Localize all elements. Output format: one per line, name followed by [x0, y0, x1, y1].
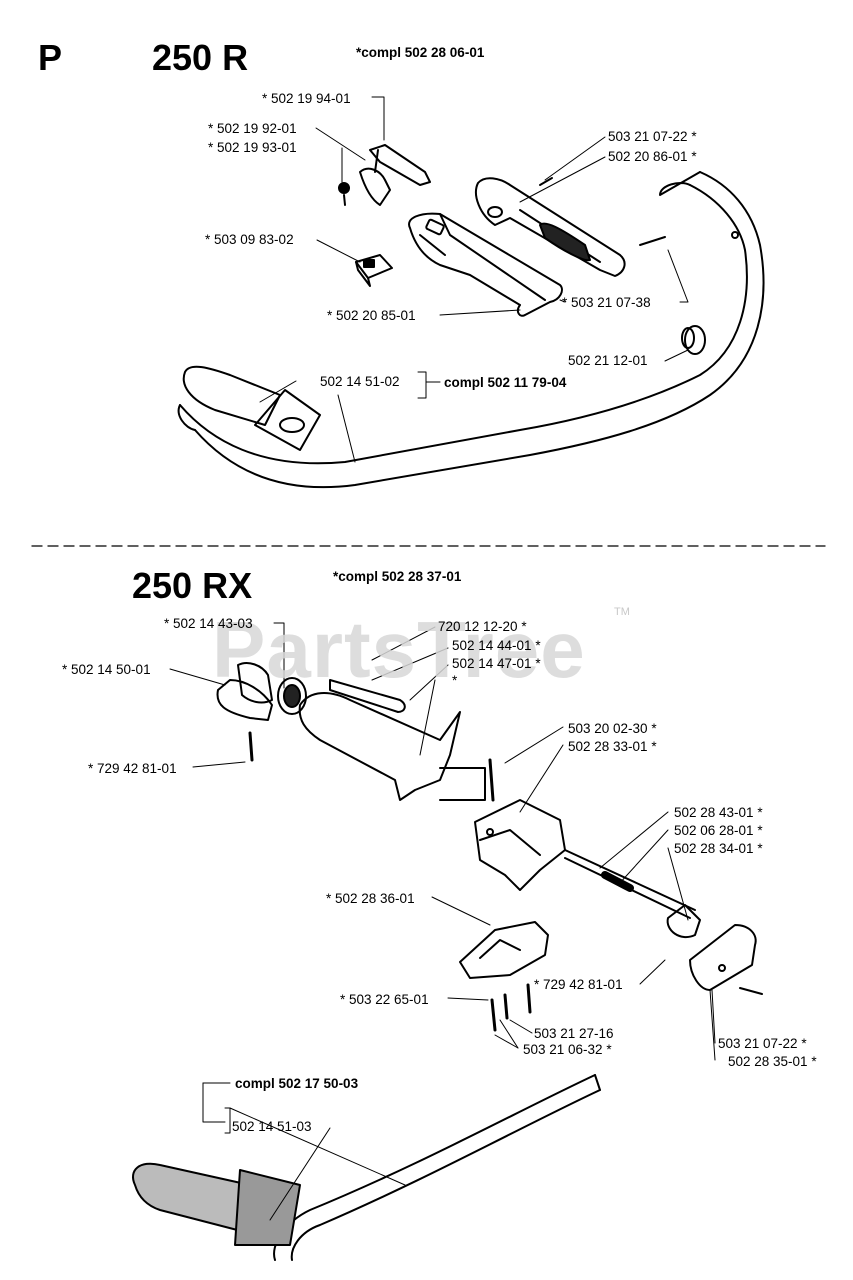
section-letter: P	[38, 37, 63, 78]
part-label: 502 14 47-01 *	[452, 656, 541, 671]
part-label: * 502 19 94-01	[262, 91, 351, 106]
part-label: * 502 19 92-01	[208, 121, 297, 136]
compl-top: *compl 502 28 06-01	[356, 45, 485, 60]
part-label: * 503 09 83-02	[205, 232, 294, 247]
shaft-bottom	[273, 1074, 601, 1261]
part-label: * 729 42 81-01	[88, 761, 177, 776]
part-label: * 502 28 36-01	[326, 891, 415, 906]
part-label: * 502 14 43-03	[164, 616, 253, 631]
clamp-bracket	[474, 758, 566, 891]
cap-ring	[681, 325, 706, 355]
part-label-compl: compl 502 17 50-03	[235, 1076, 359, 1091]
cable-shaft	[564, 849, 701, 938]
part-label: 502 14 51-02	[320, 374, 400, 389]
watermark: PartsTree	[212, 605, 586, 694]
part-label: 502 28 35-01 *	[728, 1054, 817, 1069]
lever-parts	[338, 144, 431, 206]
loop-handle-bar	[177, 171, 765, 489]
end-cap	[689, 924, 763, 995]
grip-top	[182, 365, 321, 451]
model-title-top: 250 R	[152, 37, 249, 78]
switch-housing	[475, 177, 626, 277]
part-label: 502 28 43-01 *	[674, 805, 763, 820]
handle-housing	[408, 212, 563, 317]
part-label: 502 28 33-01 *	[568, 739, 657, 754]
part-label: 503 20 02-30 *	[568, 721, 657, 736]
lower-bracket	[459, 921, 549, 1032]
part-label: 503 21 27-16	[534, 1026, 614, 1041]
leader-lines-top	[259, 96, 689, 463]
part-label-compl: compl 502 11 79-04	[444, 375, 567, 390]
grip-bottom	[132, 1162, 301, 1246]
part-label: 503 21 07-22 *	[718, 1036, 807, 1051]
part-label: * 503 22 65-01	[340, 992, 429, 1007]
leader-lines-bottom	[169, 622, 716, 1221]
part-label: * 502 20 85-01	[327, 308, 416, 323]
part-label: 502 28 34-01 *	[674, 841, 763, 856]
part-label: 502 06 28-01 *	[674, 823, 763, 838]
part-label: 502 20 86-01 *	[608, 149, 697, 164]
part-label: * 503 21 07-38	[562, 295, 651, 310]
part-label: 503 21 07-22 *	[608, 129, 697, 144]
model-title-bottom: 250 RX	[132, 565, 253, 606]
switch-piece	[355, 254, 393, 287]
throttle-housing	[298, 679, 486, 801]
part-label: 503 21 06-32 *	[523, 1042, 612, 1057]
part-label: 502 14 44-01 *	[452, 638, 541, 653]
watermark-tm: TM	[614, 606, 630, 618]
part-label: *	[452, 673, 458, 688]
part-label: * 502 19 93-01	[208, 140, 297, 155]
part-label: 502 14 51-03	[232, 1119, 312, 1134]
part-label: * 729 42 81-01	[534, 977, 623, 992]
part-label: 720 12 12-20 *	[438, 619, 527, 634]
compl-bottom: *compl 502 28 37-01	[333, 569, 462, 584]
part-label: * 502 14 50-01	[62, 662, 151, 677]
throttle-assembly	[216, 662, 307, 721]
part-label: 502 21 12-01	[568, 353, 648, 368]
